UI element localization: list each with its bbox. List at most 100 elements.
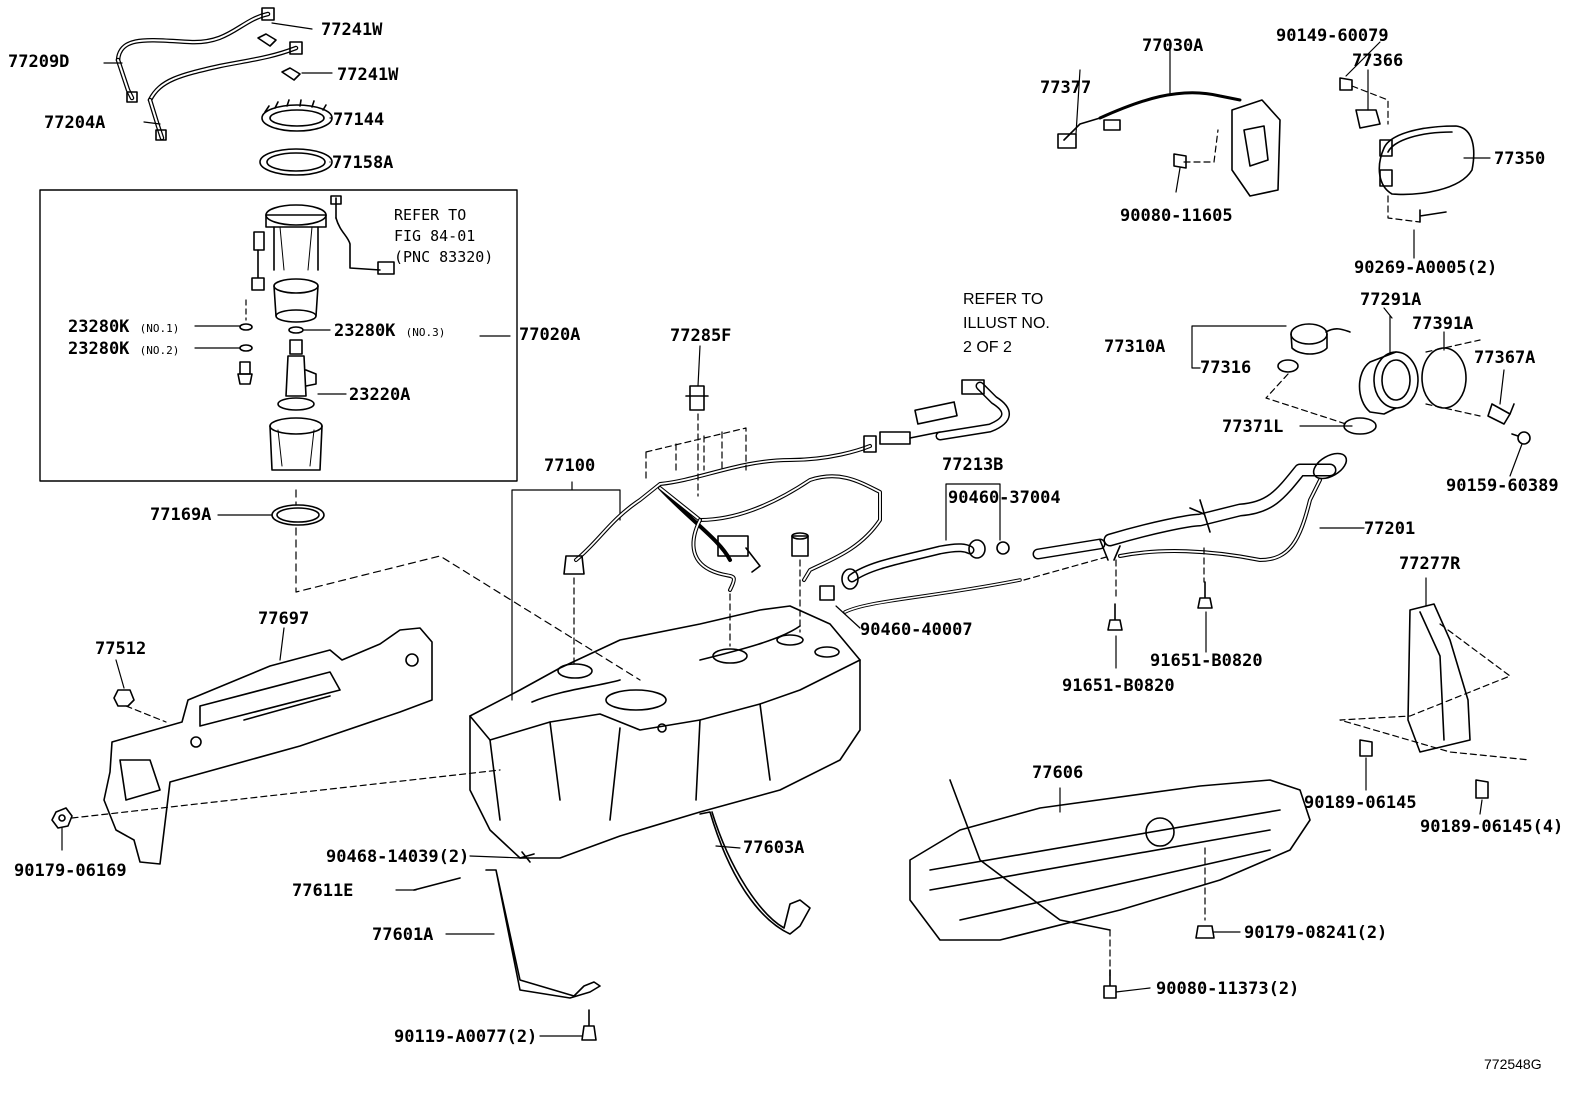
callout-bracket-77213B [945, 483, 1001, 541]
callout-bracket-77100 [511, 481, 621, 701]
callout-91651-B0820-a[interactable]: 91651-B0820 [1062, 676, 1175, 696]
bolt-91651-B0820-a [1107, 603, 1123, 631]
fuel-line-77204A-drawing [147, 41, 303, 141]
dashed-guide-opener [1183, 129, 1219, 163]
callout-23280K-no3[interactable]: 23280K (NO.3) [334, 322, 445, 342]
clip-90189-06145-4 [1475, 779, 1489, 799]
refer-fig-note-line1: REFER TO [394, 206, 467, 224]
callout-77367A[interactable]: 77367A [1474, 348, 1536, 368]
callout-77030A[interactable]: 77030A [1142, 36, 1204, 56]
callout-77201[interactable]: 77201 [1364, 519, 1416, 539]
callout-90468-14039[interactable]: 90468-14039(2) [326, 847, 470, 867]
clip-77241W-a [257, 33, 277, 47]
callout-90080-11373[interactable]: 90080-11373(2) [1156, 979, 1300, 999]
callout-90460-40007[interactable]: 90460-40007 [860, 620, 973, 640]
callout-77291A[interactable]: 77291A [1360, 290, 1422, 310]
clip-77367A-drawing [1487, 403, 1515, 425]
callout-77209D[interactable]: 77209D [8, 52, 70, 72]
callout-23280K-no3-number: 23280K [334, 321, 396, 341]
dashed-guide-protector [1339, 623, 1531, 761]
callout-77350[interactable]: 77350 [1494, 149, 1546, 169]
callout-23220A[interactable]: 23220A [349, 385, 411, 405]
breather-hose-drawing [914, 379, 1010, 441]
callout-77277R[interactable]: 77277R [1399, 554, 1461, 574]
callout-77601A[interactable]: 77601A [372, 925, 434, 945]
callout-77213B[interactable]: 77213B [942, 455, 1004, 475]
fuel-tank-drawing [469, 605, 861, 859]
callout-77158A[interactable]: 77158A [332, 153, 394, 173]
screw-90269-A0005 [1419, 209, 1447, 223]
callout-77310A[interactable]: 77310A [1104, 337, 1166, 357]
hinge-77366-drawing [1355, 109, 1381, 129]
callout-90460-37004[interactable]: 90460-37004 [948, 488, 1061, 508]
callout-90179-06169[interactable]: 90179-06169 [14, 861, 127, 881]
fuel-pump-assembly-frame [39, 189, 518, 482]
gasket-77391A-drawing [1421, 347, 1467, 409]
callout-77512[interactable]: 77512 [95, 639, 147, 659]
opener-cable-77030A-drawing [1057, 91, 1281, 197]
callout-23280K-no2-number: 23280K [68, 339, 130, 359]
callout-77285F[interactable]: 77285F [670, 326, 732, 346]
gasket-77158A-drawing [259, 148, 333, 176]
dashed-guide-neck [1425, 339, 1481, 417]
nut-77512-drawing [113, 689, 167, 723]
callout-23280K-no1-note: (NO.1) [139, 322, 180, 335]
refer-illust-note-line2: ILLUST NO. [963, 315, 1050, 332]
callout-90159-60389[interactable]: 90159-60389 [1446, 476, 1559, 496]
dashed-guide-filler-bolts [1115, 547, 1205, 601]
callout-77371L[interactable]: 77371L [1222, 417, 1284, 437]
callout-77603A[interactable]: 77603A [743, 838, 805, 858]
clip-90189-06145 [1359, 739, 1373, 757]
leader-lines [61, 22, 1523, 1037]
callout-23280K-no2[interactable]: 23280K (NO.2) [68, 340, 179, 360]
refer-illust-note-line3: 2 OF 2 [963, 339, 1012, 356]
callout-77366[interactable]: 77366 [1352, 51, 1404, 71]
callout-90149-60079[interactable]: 90149-60079 [1276, 26, 1389, 46]
callout-77241W-b[interactable]: 77241W [337, 65, 399, 85]
callout-23280K-no1-number: 23280K [68, 317, 130, 337]
dashed-guide-hoses [1023, 555, 1111, 581]
callout-77169A[interactable]: 77169A [150, 505, 212, 525]
callout-77377[interactable]: 77377 [1040, 78, 1092, 98]
callout-77144[interactable]: 77144 [333, 110, 385, 130]
callout-77606[interactable]: 77606 [1032, 763, 1084, 783]
callout-77241W-a[interactable]: 77241W [321, 20, 383, 40]
tank-protector-77606-drawing [909, 779, 1311, 941]
dashed-guide-77285F [645, 413, 747, 497]
callout-77697[interactable]: 77697 [258, 609, 310, 629]
callout-90179-08241[interactable]: 90179-08241(2) [1244, 923, 1388, 943]
dashed-guide-pump [295, 489, 641, 681]
dashed-guide-tank-fittings [573, 559, 801, 665]
callout-91651-B0820-b[interactable]: 91651-B0820 [1150, 651, 1263, 671]
callout-77020A[interactable]: 77020A [519, 325, 581, 345]
bolt-90080-11373 [1103, 969, 1117, 999]
tank-strap-77603A-drawing [699, 811, 811, 935]
illustration-id: 772548G [1484, 1056, 1542, 1072]
callout-77391A[interactable]: 77391A [1412, 314, 1474, 334]
callout-90119-A0077[interactable]: 90119-A0077(2) [394, 1027, 538, 1047]
bolt-91651-B0820-b [1197, 581, 1213, 609]
callout-23280K-no1[interactable]: 23280K (NO.1) [68, 318, 179, 338]
gasket-77169A-drawing [271, 504, 325, 526]
callout-23280K-no2-note: (NO.2) [139, 344, 180, 357]
filler-neck-77291A-drawing [1343, 315, 1419, 435]
tank-strap-77601A-drawing [485, 869, 601, 999]
callout-77316[interactable]: 77316 [1200, 358, 1252, 378]
heat-insulator-77697-drawing [103, 627, 433, 865]
screw-90159-60389-drawing [1511, 431, 1531, 445]
callout-90269-A0005[interactable]: 90269-A0005(2) [1354, 258, 1498, 278]
callout-90080-11605[interactable]: 90080-11605 [1120, 206, 1233, 226]
retainer-ring-77144-drawing [261, 99, 333, 132]
callout-77100[interactable]: 77100 [544, 456, 596, 476]
bolt-90119-A0077 [581, 1009, 597, 1041]
bolt-90080-11605 [1173, 153, 1187, 169]
bolt-90149-60079-drawing [1339, 77, 1353, 91]
callout-90189-06145-4[interactable]: 90189-06145(4) [1420, 817, 1564, 837]
callout-77204A[interactable]: 77204A [44, 113, 106, 133]
callout-90189-06145[interactable]: 90189-06145 [1304, 793, 1417, 813]
callout-77611E[interactable]: 77611E [292, 881, 354, 901]
nut-90179-06169-drawing [51, 769, 501, 829]
clip-77241W-b [281, 67, 301, 81]
refer-illust-note-line1: REFER TO [963, 291, 1044, 308]
